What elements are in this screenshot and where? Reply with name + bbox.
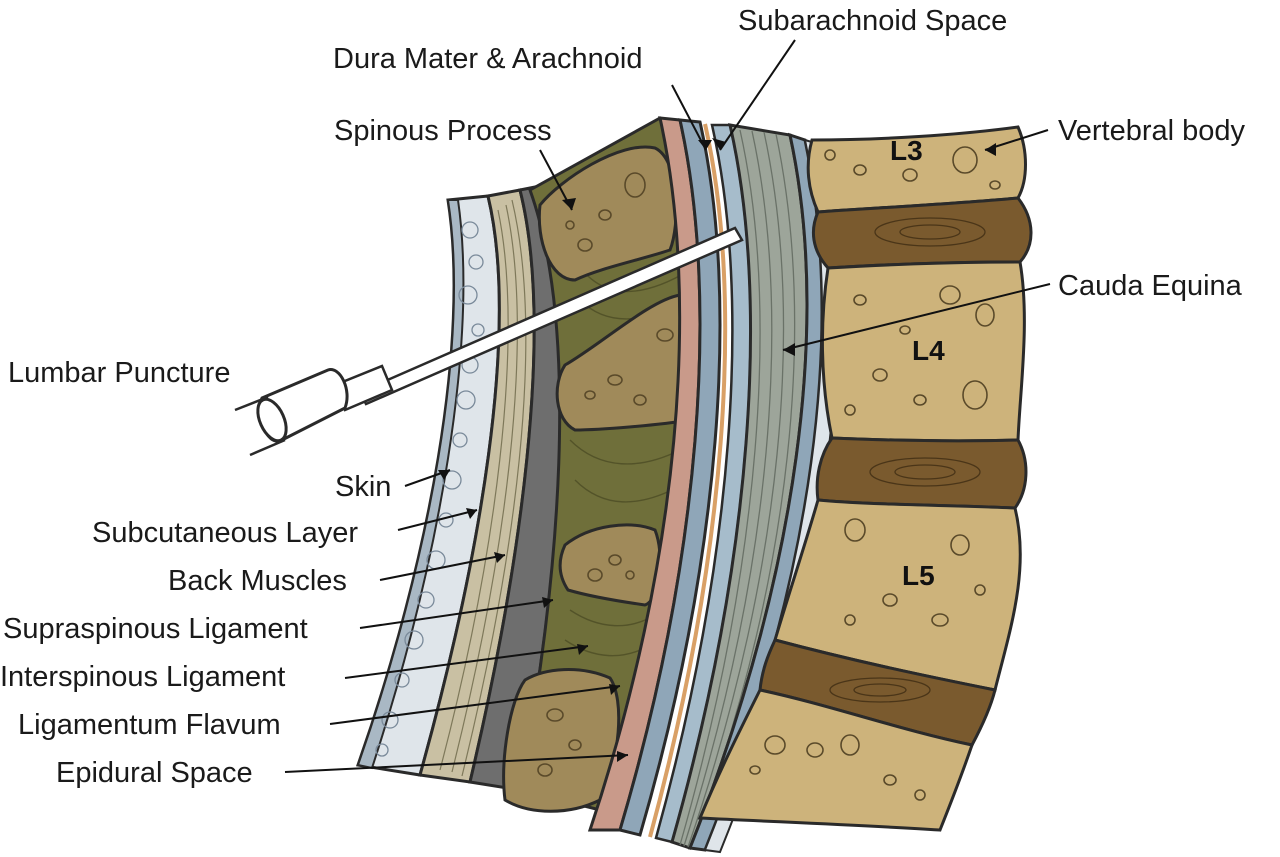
label-vertebral-body: Vertebral body — [1058, 115, 1246, 147]
arachnoid-line — [648, 123, 728, 838]
vertebra-label-l3: L3 — [890, 135, 923, 166]
dura-mater-region — [618, 118, 722, 837]
label-cauda-equina: Cauda Equina — [1058, 270, 1243, 302]
label-epidural-space: Epidural Space — [56, 757, 253, 789]
cauda-equina-fibres — [679, 129, 796, 849]
label-subcutaneous-layer: Subcutaneous Layer — [92, 517, 358, 549]
label-interspinous-ligament: Interspinous Ligament — [0, 661, 285, 693]
syringe-line-top — [234, 395, 269, 412]
label-back-muscles: Back Muscles — [168, 565, 347, 597]
spinous-process-3 — [558, 523, 662, 607]
spinal-needle — [234, 226, 744, 457]
muscle-fibres — [439, 199, 527, 777]
disc-rings — [829, 217, 986, 703]
vertebra-label-l5: L5 — [902, 560, 935, 591]
syringe-line-bottom — [249, 438, 286, 457]
label-dura-mater-arachnoid: Dura Mater & Arachnoid — [333, 43, 642, 75]
spinous-process-1 — [537, 145, 678, 282]
label-ligamentum-flavum: Ligamentum Flavum — [18, 709, 281, 741]
sacrum — [697, 688, 974, 832]
spinous-pores — [537, 172, 674, 777]
vertebra-label-l4: L4 — [912, 335, 945, 366]
leader-arrowheads — [438, 138, 996, 762]
vertebral-pores — [749, 146, 1001, 801]
leader-lines — [284, 39, 1051, 773]
label-supraspinous-ligament: Supraspinous Ligament — [3, 613, 308, 645]
disc-l4-l5 — [815, 436, 1028, 510]
label-skin: Skin — [335, 471, 391, 503]
label-subarachnoid-space: Subarachnoid Space — [738, 5, 1007, 37]
label-lumbar-puncture: Lumbar Puncture — [8, 357, 230, 389]
label-spinous-process: Spinous Process — [334, 115, 552, 147]
